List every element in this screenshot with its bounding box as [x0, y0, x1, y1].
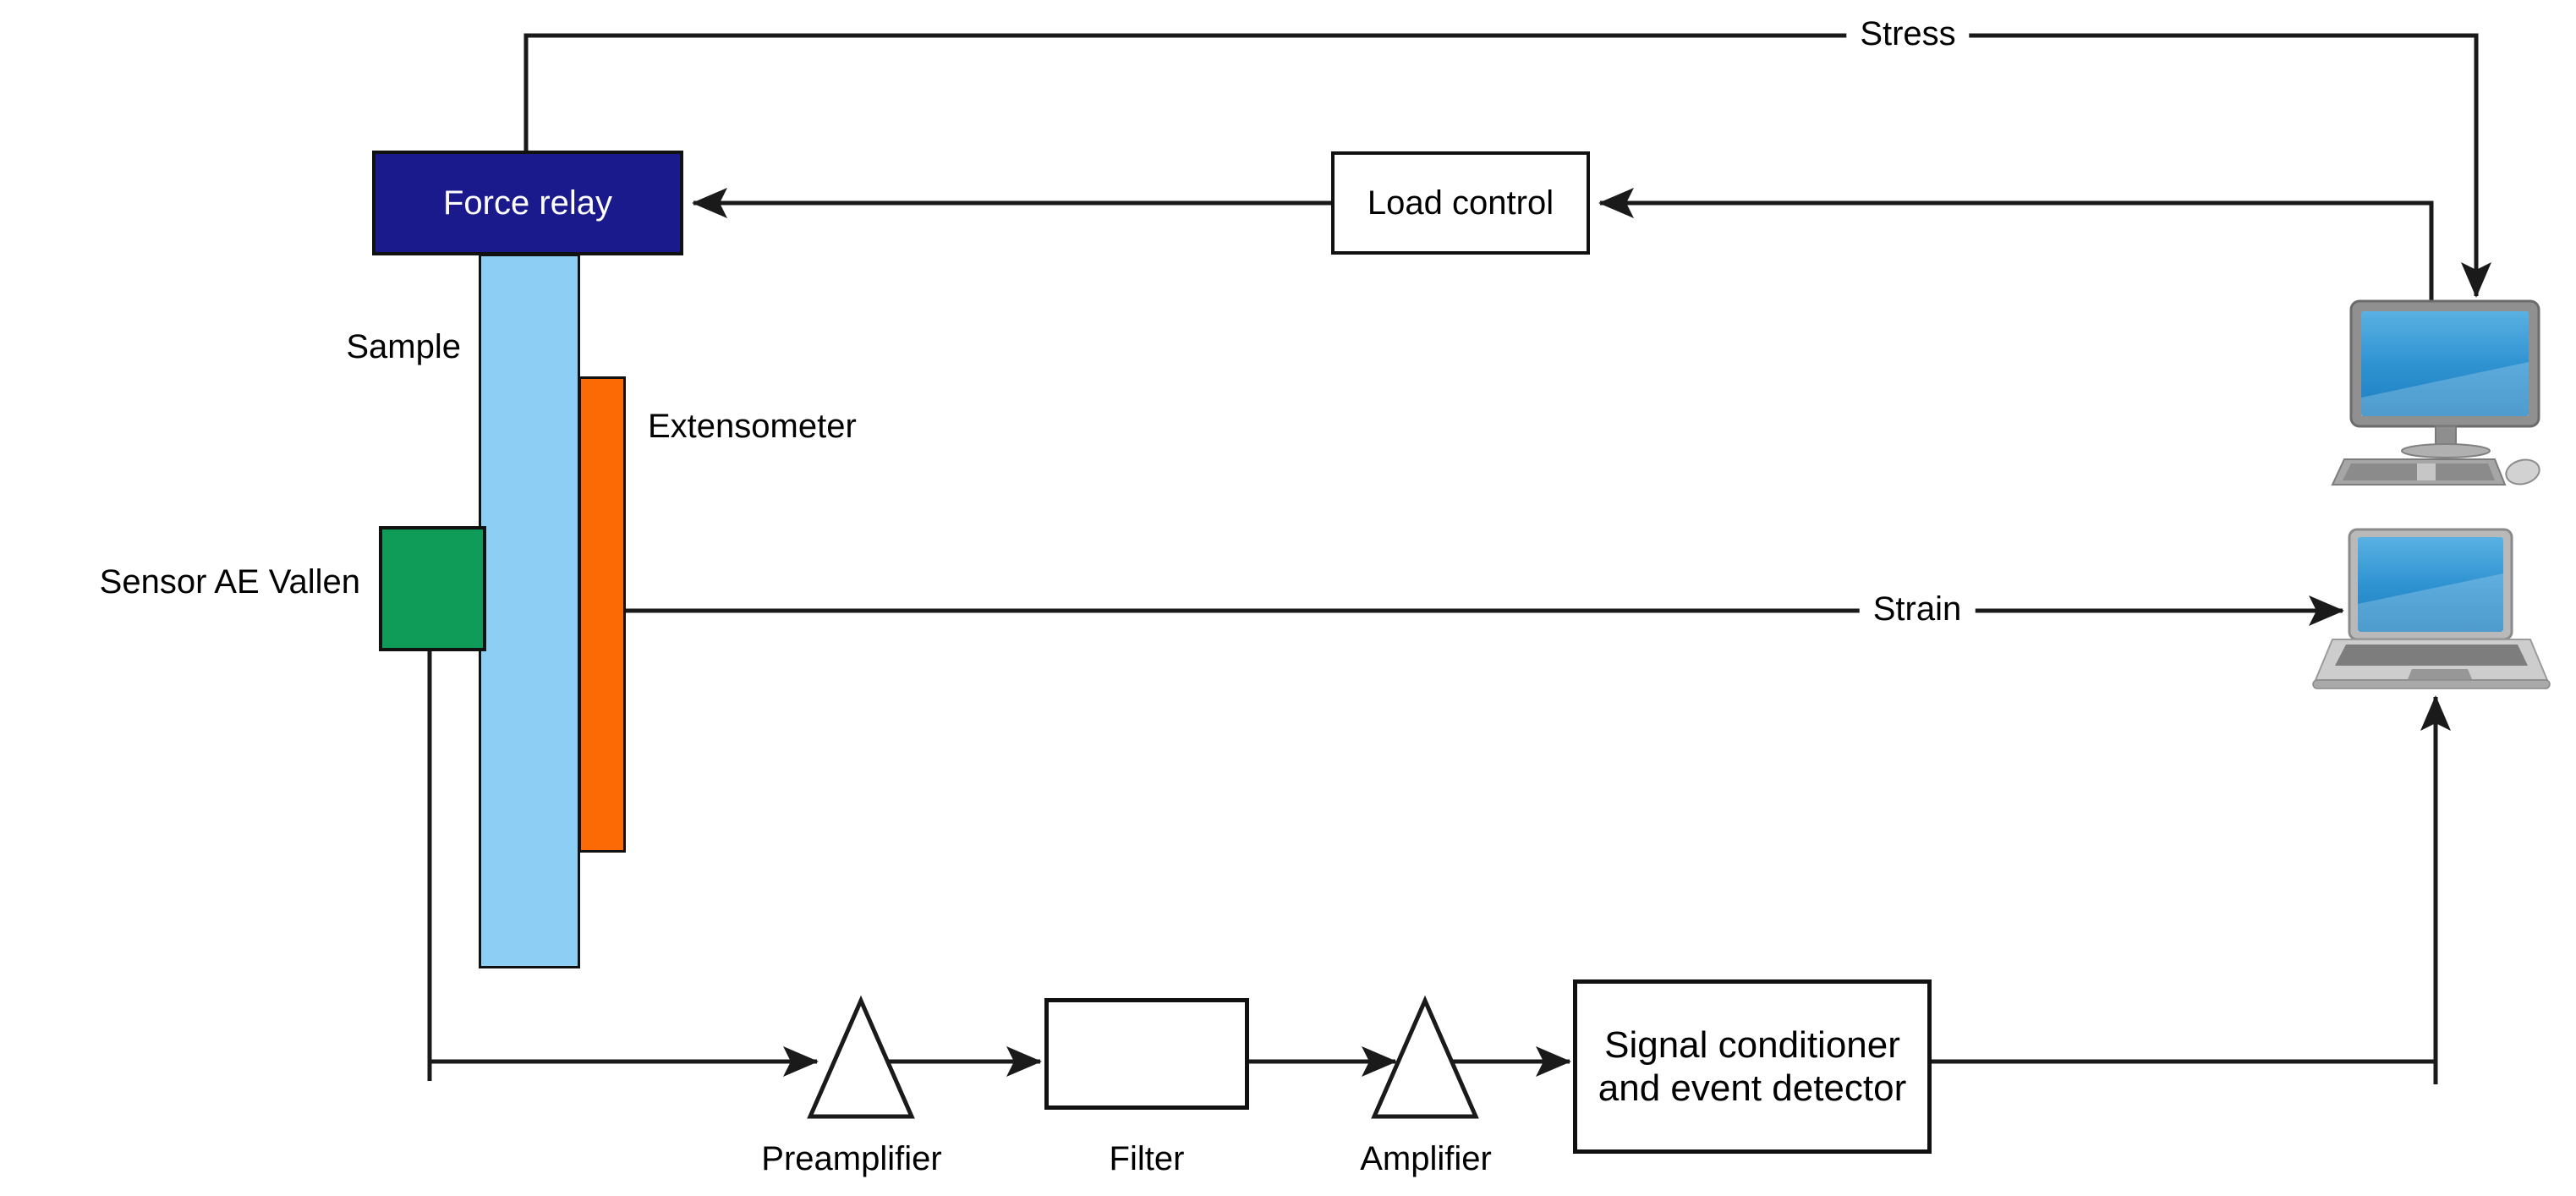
stress-line — [523, 33, 2491, 298]
sensor-ae-label: Sensor AE Vallen — [99, 563, 360, 601]
signalconditioner-to-laptop-line — [1932, 695, 2451, 1064]
laptop-icon — [2312, 528, 2551, 689]
preamplifier-triangle-icon — [807, 995, 915, 1119]
amplifier-label: Amplifier — [1360, 1140, 1492, 1177]
signal-conditioner-label-line2: and event detector — [1598, 1067, 1907, 1109]
force-relay-label: Force relay — [442, 184, 613, 222]
extensometer-label: Extensometer — [648, 408, 857, 445]
preamplifier-label: Preamplifier — [761, 1140, 942, 1177]
stress-label: Stress — [1846, 14, 1970, 54]
sample-bar — [479, 254, 580, 968]
strain-label: Strain — [1859, 589, 1976, 629]
filter-label: Filter — [1109, 1140, 1185, 1177]
sample-label: Sample — [346, 328, 461, 365]
force-relay-box: Force relay — [372, 151, 683, 255]
load-control-label: Load control — [1367, 184, 1554, 222]
filter-box — [1044, 998, 1249, 1110]
signal-conditioner-label-line1: Signal conditioner — [1604, 1023, 1900, 1066]
amplifier-triangle-icon — [1371, 995, 1479, 1119]
computer-to-loadcontrol-line — [1598, 188, 2434, 304]
signal-conditioner-box: Signal conditioner and event detector — [1573, 979, 1932, 1154]
desktop-computer-icon — [2331, 299, 2540, 486]
load-control-box: Load control — [1331, 151, 1590, 255]
sensor-ae-box — [379, 526, 486, 651]
extensometer-bar — [578, 376, 626, 853]
